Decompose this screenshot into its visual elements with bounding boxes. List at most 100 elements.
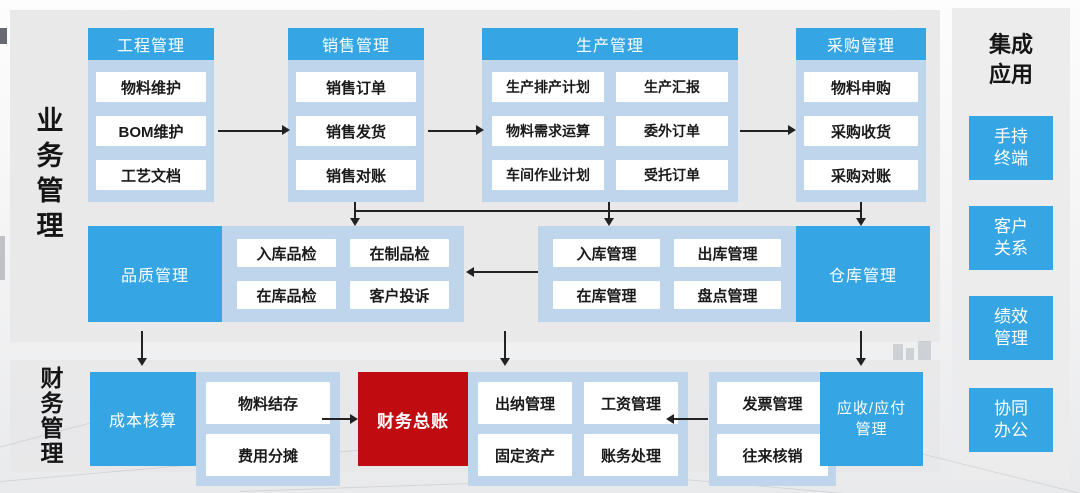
column-engineering: 工程管理 物料维护 BOM维护 工艺文档 [88, 28, 214, 202]
column-items: 物料维护 BOM维护 工艺文档 [88, 60, 214, 202]
box-label-line: 绩效 [994, 307, 1028, 326]
module-item: 账务处理 [584, 434, 678, 476]
module-item: 销售订单 [296, 72, 416, 102]
arrowhead-down-icon [500, 358, 510, 366]
label-char: 理 [36, 211, 64, 241]
arrowhead-down-icon [856, 358, 866, 366]
module-item: 费用分摊 [206, 434, 330, 476]
title-line: 应用 [988, 62, 1033, 87]
module-item: 车间作业计划 [492, 160, 604, 190]
module-item: 客户投诉 [350, 281, 449, 309]
section-label-business: 业 务 管 理 [30, 104, 70, 244]
arrow-production-to-purchasing [740, 130, 788, 132]
label-char: 管 [40, 415, 64, 441]
module-item: 销售对账 [296, 160, 416, 190]
label-char: 业 [36, 106, 64, 136]
arrow-engineering-to-sales [218, 130, 282, 132]
column-purchasing: 采购管理 物料申购 采购收货 采购对账 [796, 28, 926, 202]
quality-header-box: 品质管理 [88, 226, 222, 322]
module-item: 采购收货 [804, 116, 918, 146]
module-item: 物料结存 [206, 382, 330, 424]
box-label-line: 协同 [994, 399, 1028, 418]
box-label-line: 办公 [994, 421, 1028, 440]
module-item: 物料维护 [96, 72, 206, 102]
module-item: 受托订单 [616, 160, 728, 190]
background-artifact [0, 28, 7, 44]
column-sales: 销售管理 销售订单 销售发货 销售对账 [288, 28, 424, 202]
arrow-sales-to-production [428, 130, 476, 132]
column-items: 销售订单 销售发货 销售对账 [288, 60, 424, 202]
section-label-finance: 财 务 管 理 [32, 366, 72, 466]
module-item: 在库管理 [553, 281, 660, 309]
column-header-purchasing: 采购管理 [796, 28, 926, 60]
column-header-engineering: 工程管理 [88, 28, 214, 60]
module-item: 销售发货 [296, 116, 416, 146]
sidebar-item-customer-relations: 客户 关系 [969, 206, 1053, 270]
module-item: 采购对账 [804, 160, 918, 190]
arrowhead-right-icon [788, 125, 796, 135]
title-line: 集成 [988, 32, 1033, 57]
integration-title: 集成 应用 [952, 30, 1070, 90]
module-item: 入库管理 [553, 239, 660, 267]
module-item: 工艺文档 [96, 160, 206, 190]
module-item: 出纳管理 [478, 382, 572, 424]
connector-drop-purchasing [860, 202, 862, 218]
connector-warehouse-to-receivable [860, 331, 862, 358]
module-item: 委外订单 [616, 116, 728, 146]
arrowhead-left-icon [466, 267, 474, 277]
module-item: 入库品检 [237, 239, 336, 267]
module-item: 物料申购 [804, 72, 918, 102]
cost-items: 物料结存 费用分摊 [196, 372, 340, 486]
column-items: 生产排产计划 生产汇报 物料需求运算 委外订单 车间作业计划 受托订单 [482, 60, 738, 202]
receivable-items: 发票管理 往来核销 [709, 372, 836, 486]
sidebar-item-performance-management: 绩效 管理 [969, 296, 1053, 360]
label-char: 务 [36, 141, 64, 171]
connector-quality-to-cost [141, 331, 143, 358]
module-item: 物料需求运算 [492, 116, 604, 146]
sidebar-item-handheld-terminal: 手持 终端 [969, 116, 1053, 180]
column-header-sales: 销售管理 [288, 28, 424, 60]
label-char: 务 [40, 390, 64, 416]
quality-items: 入库品检 在制品检 在库品检 客户投诉 [222, 226, 464, 322]
module-item: 出库管理 [674, 239, 781, 267]
arrowhead-left-icon [666, 414, 674, 424]
box-label-line: 管理 [855, 421, 888, 438]
skyline-artifact [906, 348, 914, 360]
module-item: 工资管理 [584, 382, 678, 424]
box-label-line: 客户 [994, 217, 1028, 236]
sidebar-item-collaborative-office: 协同 办公 [969, 388, 1053, 452]
module-item: 生产汇报 [616, 72, 728, 102]
box-label-line: 应收/应付 [836, 400, 907, 417]
arrow-warehouse-to-quality [474, 271, 538, 273]
quality-group: 品质管理 入库品检 在制品检 在库品检 客户投诉 [88, 226, 464, 322]
receivable-payable-box: 应收/应付 管理 [820, 372, 923, 466]
arrowhead-down-icon [137, 358, 147, 366]
module-item: 发票管理 [717, 382, 828, 424]
module-item: 盘点管理 [674, 281, 781, 309]
arrowhead-right-icon [476, 125, 484, 135]
box-label-line: 关系 [994, 239, 1028, 258]
label-char: 财 [40, 365, 64, 391]
module-item: 固定资产 [478, 434, 572, 476]
connector-drop-production [608, 202, 610, 218]
ledger-items: 出纳管理 工资管理 固定资产 账务处理 [468, 372, 688, 486]
skyline-artifact [918, 341, 931, 360]
box-label-line: 管理 [994, 329, 1028, 348]
column-header-production: 生产管理 [482, 28, 738, 60]
arrow-receivable-to-ledger-items [674, 418, 708, 420]
skyline-artifact [893, 344, 903, 360]
cost-accounting-box: 成本核算 [90, 372, 196, 466]
warehouse-header-box: 仓库管理 [796, 226, 930, 322]
module-item: 在库品检 [237, 281, 336, 309]
arrowhead-right-icon [350, 414, 358, 424]
connector-to-ledger-items [504, 331, 506, 358]
box-label-line: 手持 [994, 127, 1028, 146]
box-label-line: 终端 [994, 149, 1028, 168]
module-item: 在制品检 [350, 239, 449, 267]
connector-drop-sales [354, 202, 356, 218]
label-char: 理 [40, 440, 64, 466]
warehouse-items: 入库管理 出库管理 在库管理 盘点管理 [538, 226, 796, 322]
module-item: 往来核销 [717, 434, 828, 476]
module-item: BOM维护 [96, 116, 206, 146]
